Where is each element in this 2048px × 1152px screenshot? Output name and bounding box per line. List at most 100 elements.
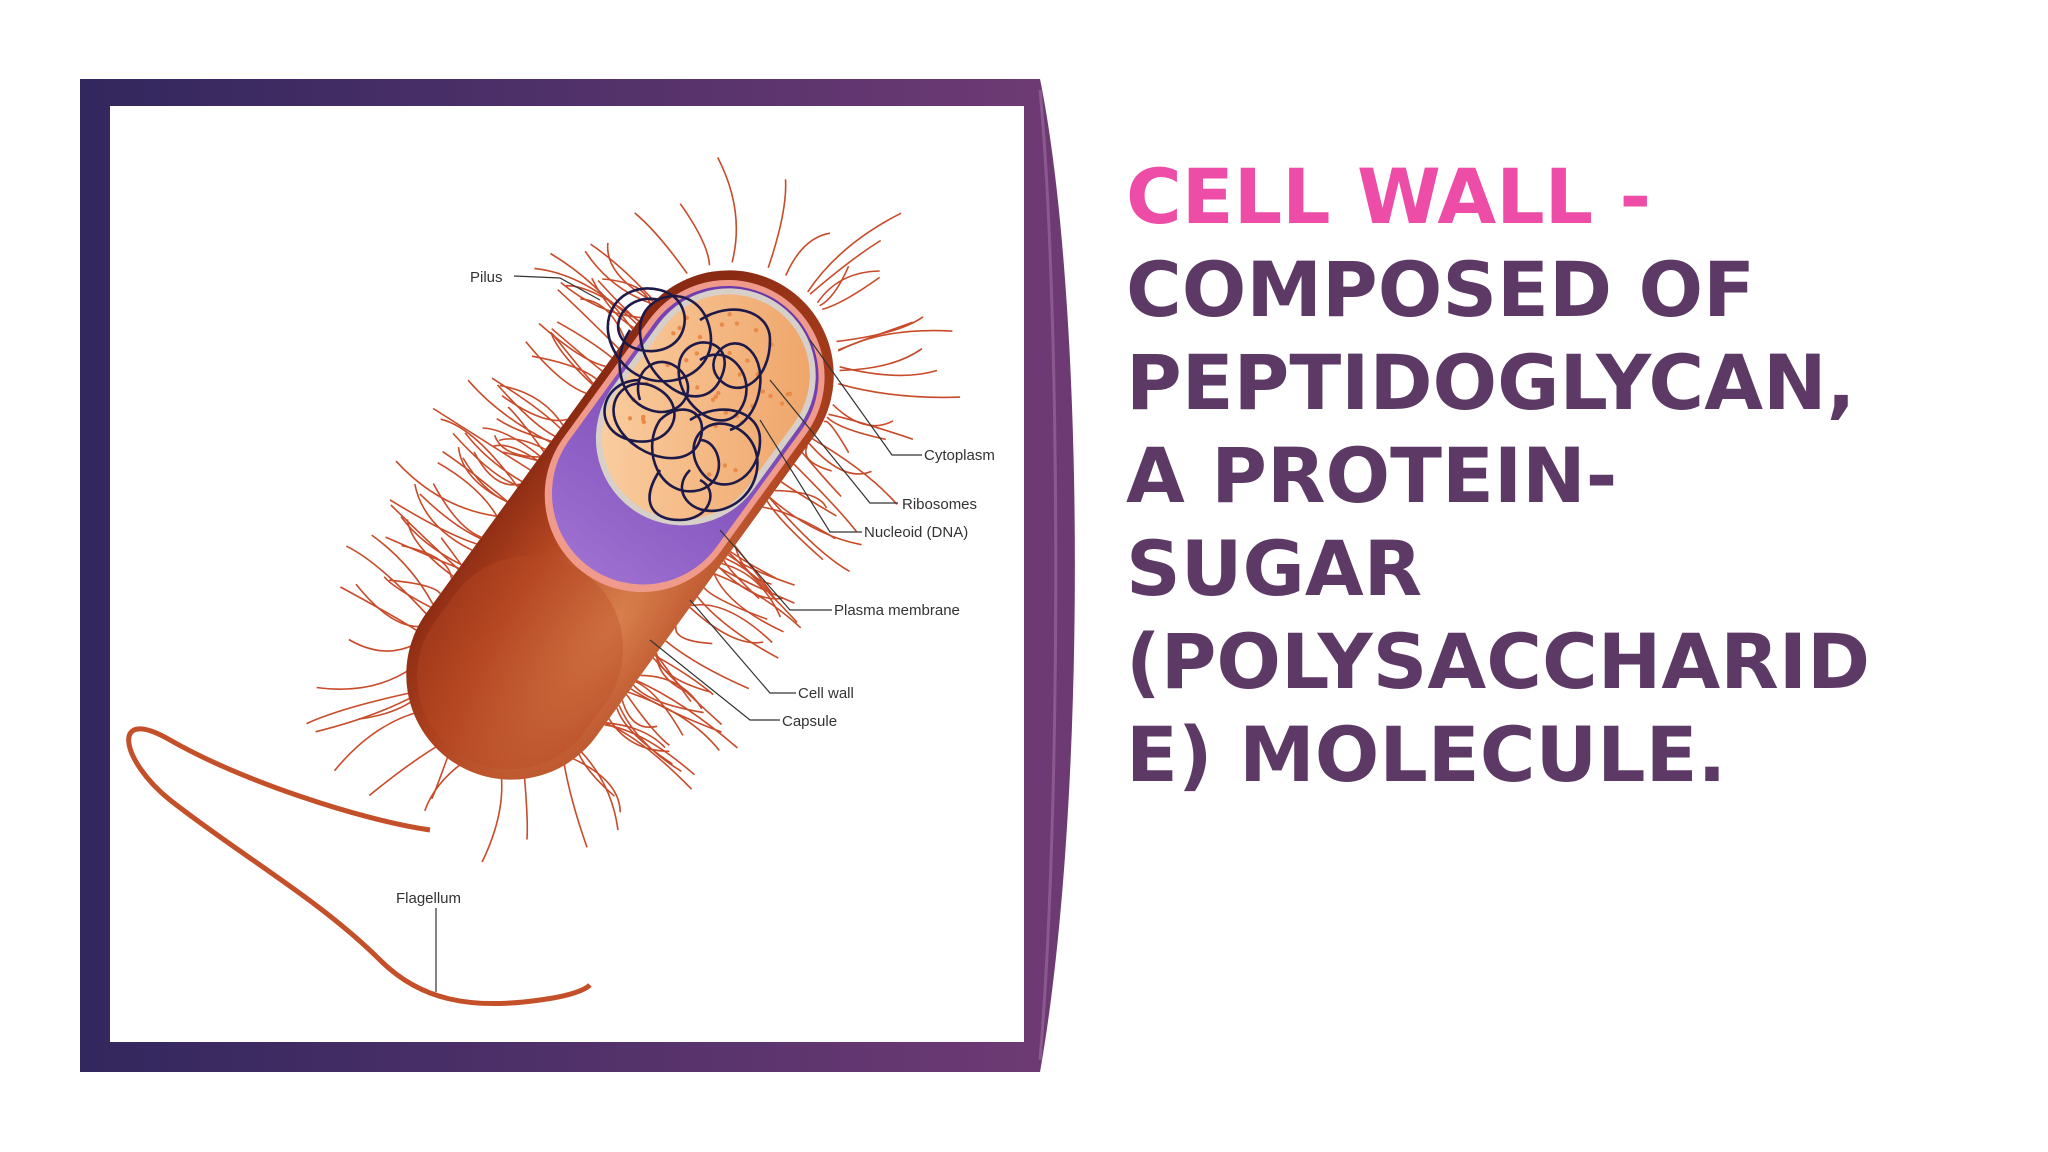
pilus-strand [836, 316, 924, 343]
pilus-strand [414, 483, 473, 551]
pilus-strand [496, 384, 556, 437]
pilus-strand [385, 536, 460, 570]
pilus-strand [766, 500, 824, 561]
ribosome-dot [677, 325, 682, 331]
pilus-strand [679, 203, 711, 266]
pilus-strand [837, 329, 953, 352]
pilus-strand [597, 279, 639, 322]
pilus-strand [315, 694, 417, 733]
ribosome-dot [641, 414, 646, 420]
pilus-strand [675, 626, 713, 645]
pilus-strand [442, 450, 508, 503]
pilus-strand [534, 267, 637, 325]
label-plasma-membrane: Plasma membrane [834, 602, 960, 619]
slide-heading: CELL WALL - COMPOSED OF PEPTIDOGLYCAN, A… [1126, 150, 2026, 801]
pilus-strand [616, 707, 673, 765]
pilus-strand [606, 722, 666, 749]
pilus-strand [355, 583, 421, 628]
pilus-strand [636, 679, 738, 749]
pilus-strand [333, 710, 423, 772]
ribosome-dot [697, 334, 703, 340]
ribosome-dot [710, 397, 716, 402]
pilus-strand [348, 638, 415, 652]
pilus-strand [440, 537, 462, 566]
pilus-strand [499, 384, 564, 426]
pilus-strand [816, 270, 880, 304]
pilus-strand [371, 534, 434, 605]
pilus-strand [551, 333, 594, 384]
pilus-strand [389, 579, 441, 595]
pilus-strand [625, 694, 670, 746]
pilus-strand [419, 493, 481, 540]
bacterium-diagram: Pilus Cytoplasm Ribosomes Nucleoid (DNA)… [126, 157, 995, 1007]
pilus-strand [368, 741, 445, 797]
pilus-strand [390, 504, 459, 570]
pilus-strand [538, 322, 606, 368]
pilus-strand [768, 497, 850, 573]
pilus-strand [523, 771, 529, 840]
pilus-strand [808, 442, 872, 475]
pilus-strand [316, 667, 413, 690]
ribosome-dot [719, 322, 725, 327]
heading-line-1: COMPOSED OF [1126, 245, 1756, 334]
ribosome-dot [694, 351, 699, 356]
pilus-strand [821, 276, 881, 311]
pilus-strand [464, 432, 523, 483]
ribosome-dot [727, 312, 732, 317]
pilus-strand [785, 232, 831, 276]
pilus-strand [654, 654, 714, 696]
heading-line-5: (POLYSACCHARID [1126, 617, 1871, 706]
ribosome-dot [734, 321, 740, 326]
pilus-strand [734, 545, 772, 585]
heading-line-2: PEPTIDOGLYCAN, [1126, 338, 1856, 427]
pilus-strand [769, 496, 862, 546]
pilus-strand [807, 212, 902, 293]
ribosome-dot [684, 358, 689, 363]
pilus-strand [627, 691, 720, 751]
flagellum [126, 726, 592, 1007]
pilus-strand [580, 298, 626, 340]
pilus-strand [457, 447, 508, 503]
ribosome-dot [727, 350, 732, 356]
pilus-strand [630, 688, 722, 733]
pilus-strand [703, 587, 768, 621]
heading-line-6: E) MOLECULE. [1126, 710, 1727, 799]
pilus-strand [727, 554, 795, 586]
ribosome-dot [737, 372, 742, 377]
pilus-strand [718, 566, 785, 600]
label-capsule: Capsule [782, 713, 837, 730]
pilus-strand [839, 366, 938, 377]
pilus-strand [432, 407, 531, 471]
ribosome-dot [785, 392, 790, 397]
pilus-strand [577, 751, 616, 797]
pilus-strand [826, 416, 886, 441]
pilus-strand [501, 395, 568, 422]
pilus-strand [839, 348, 923, 372]
pilus-strand [432, 483, 482, 538]
pilus-strand [492, 444, 538, 461]
ribosome-dot [641, 419, 647, 425]
ribosome-dot [713, 394, 718, 399]
pilus-strand [452, 432, 520, 487]
capsule-shade [417, 555, 624, 770]
pilus-strand [482, 427, 541, 457]
label-cytoplasm: Cytoplasm [924, 447, 995, 464]
label-pilus: Pilus [470, 269, 503, 286]
ribosome-dot [716, 390, 721, 396]
label-cell-wall: Cell wall [798, 685, 854, 702]
pilus-strand [531, 355, 597, 380]
ribosome-dots [627, 312, 793, 477]
ribosome-dot [627, 416, 633, 421]
pilus-strand [605, 722, 693, 790]
pilus-strand [550, 331, 593, 385]
pilus-strand [491, 377, 561, 429]
pilus-strand [713, 573, 784, 633]
pilus-strand [608, 718, 670, 753]
ribosome-dot [695, 385, 700, 390]
ribosome-dot [745, 358, 750, 363]
pilus-strand [562, 760, 588, 848]
pilus-strand [696, 596, 779, 659]
heading-line-4: SUGAR [1126, 524, 1423, 613]
